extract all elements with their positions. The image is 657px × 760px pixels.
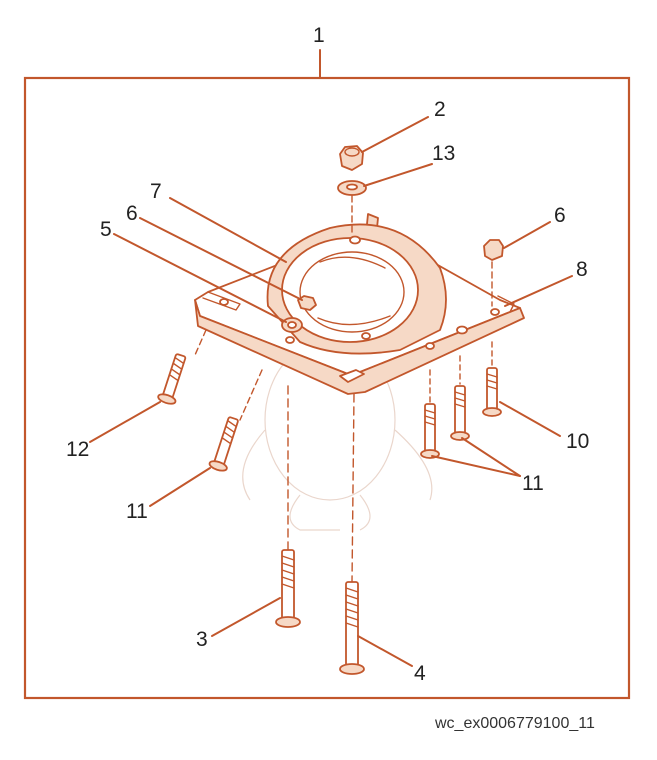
callout-11-left: 11 [126,500,148,523]
callout-6-right: 6 [554,204,566,227]
nut-2 [339,145,364,171]
callout-10: 10 [566,430,589,453]
screw-11-right-b [450,385,470,441]
callout-3: 3 [196,628,208,651]
callout-11-right: 11 [522,472,544,495]
screw-10 [482,367,502,417]
callout-5: 5 [100,218,112,241]
assembly-lines [194,195,493,583]
callout-4: 4 [414,662,426,685]
callout-6-left: 6 [126,202,138,225]
screw-12 [157,353,187,405]
figure-code: wc_ex0006779100_11 [435,715,595,732]
screw-11-left [208,416,239,472]
nut-6-right [483,239,504,261]
callout-8: 8 [576,258,588,281]
screw-11-right-a [420,403,440,459]
callout-13: 13 [432,142,455,165]
seat-plate [194,213,525,395]
assembly-frame [23,76,631,700]
leader-lines [89,116,573,667]
callout-12: 12 [66,438,89,461]
callout-2: 2 [434,98,446,121]
screw-4 [339,581,365,675]
washer-13 [337,180,367,196]
nut-6-left [297,295,317,311]
screw-3 [275,549,301,628]
washer-5-hole [287,321,297,329]
callout-1: 1 [313,24,325,47]
callout-7: 7 [150,180,162,203]
